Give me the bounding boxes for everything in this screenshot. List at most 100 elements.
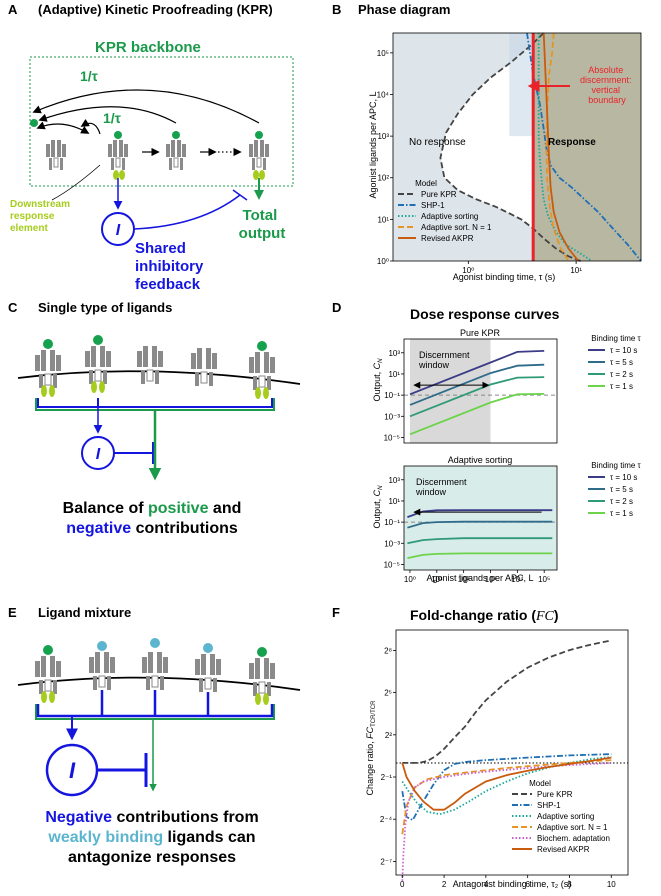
y-tick-label: 10³ bbox=[388, 349, 400, 358]
series-1-s bbox=[409, 393, 545, 436]
unbind-arrow-n bbox=[32, 89, 260, 124]
receptor-state-2 bbox=[165, 139, 187, 171]
series-adaptive-sorting bbox=[537, 33, 593, 262]
series-10-s bbox=[407, 509, 553, 518]
receptor-state-n bbox=[248, 139, 270, 171]
free-ligand bbox=[30, 119, 38, 127]
inhibitor-symbol: I bbox=[69, 758, 76, 783]
positive-collector bbox=[35, 704, 275, 720]
antagonism-line-2: weakly binding ligands can bbox=[47, 829, 255, 846]
legend-d1: Binding time ττ = 10 sτ = 5 sτ = 2 sτ = … bbox=[588, 334, 642, 391]
y-tick-label: 10¹ bbox=[388, 497, 400, 506]
total-output-label: Total output bbox=[239, 207, 286, 242]
series-5-s bbox=[409, 363, 545, 406]
balance-line-2: negative contributions bbox=[66, 520, 238, 537]
panel-d-letter: D bbox=[332, 300, 341, 315]
panel-d: D Dose response curves 10⁻⁵ 10⁻³ 10⁻¹ 10¹ 10… bbox=[332, 300, 642, 584]
legend-title: Model bbox=[529, 779, 551, 788]
panel-a-title: (Adaptive) Kinetic Proofreading (KPR) bbox=[38, 2, 273, 17]
panel-c-letter: C bbox=[8, 300, 18, 315]
series-pure-kpr bbox=[402, 639, 612, 764]
discernment-annotation: Absolute discernment: vertical boundary bbox=[580, 65, 634, 105]
x-tick-label: 0 bbox=[400, 880, 405, 889]
legend-label-revised-akpr: Revised AKPR bbox=[421, 234, 474, 243]
chart-d-title: Dose response curves bbox=[410, 306, 560, 322]
inhibition-bar bbox=[232, 189, 248, 201]
y-tick-label: 2⁻⁷ bbox=[380, 857, 392, 866]
ligand-strong bbox=[257, 341, 267, 351]
chart-f-xlabel: Antagonist binding time, τ₂ (s) bbox=[453, 879, 572, 889]
series-10-s bbox=[409, 350, 545, 396]
series-adaptive-sort-n-1 bbox=[545, 32, 570, 262]
x-tick-label: 2 bbox=[442, 880, 447, 889]
x-tick-label: 10 bbox=[607, 880, 616, 889]
panel-e-letter: E bbox=[8, 605, 17, 620]
panel-f: F Fold-change ratio (FC) 2⁻⁷2⁻⁴2⁻¹2²2⁵2⁸… bbox=[332, 605, 629, 889]
chart-b-title: Phase diagram bbox=[358, 2, 451, 17]
y-tick-label: 10³ bbox=[388, 476, 400, 485]
legend-title: Binding time τ bbox=[591, 334, 641, 343]
legend-label-adaptive-sorting: Adaptive sorting bbox=[537, 812, 594, 821]
legend-label-5-s: τ = 5 s bbox=[610, 485, 633, 494]
negative-collector bbox=[37, 398, 273, 408]
panel-a: A (Adaptive) Kinetic Proofreading (KPR) … bbox=[8, 2, 294, 293]
series-2-s bbox=[409, 376, 545, 418]
chart-d1-subtitle: Pure KPR bbox=[460, 328, 501, 338]
y-tick-label: 10⁻³ bbox=[384, 539, 400, 548]
series-shp-1 bbox=[401, 753, 612, 822]
series-revised-akpr bbox=[542, 32, 580, 262]
y-tick-label: 10⁻³ bbox=[384, 412, 400, 421]
region-no-response: No response bbox=[409, 137, 466, 148]
rate-label-top: 1/τ bbox=[80, 68, 99, 84]
x-tick-label: 10⁴ bbox=[511, 575, 524, 584]
series-revised-akpr bbox=[401, 756, 612, 811]
panel-e-title: Ligand mixture bbox=[38, 605, 131, 620]
x-tick-label: 10³ bbox=[485, 575, 497, 584]
response-elements bbox=[41, 691, 269, 705]
legend-label-2-s: τ = 2 s bbox=[610, 497, 633, 506]
receptor bbox=[141, 651, 169, 691]
legend-label-revised-akpr: Revised AKPR bbox=[537, 845, 590, 854]
y-tick-label: 10¹ bbox=[388, 370, 400, 379]
plot-frame bbox=[403, 465, 558, 571]
y-tick-label: 2⁻⁴ bbox=[380, 815, 393, 824]
ligand-strong bbox=[257, 647, 267, 657]
y-tick-label: 10⁴ bbox=[377, 90, 390, 99]
chart-d2-subtitle: Adaptive sorting bbox=[448, 455, 513, 465]
legend-label-adaptive-sort-n-1: Adaptive sort. N = 1 bbox=[537, 823, 608, 832]
x-tick-label: 10⁰ bbox=[404, 575, 416, 584]
receptor bbox=[190, 347, 218, 387]
x-tick-label: 10¹ bbox=[570, 266, 582, 275]
inhibitor-symbol: I bbox=[116, 222, 121, 239]
legend-label-adaptive-sort-n-1: Adaptive sort. N = 1 bbox=[421, 223, 492, 232]
y-tick-label: 10⁻¹ bbox=[384, 518, 400, 527]
ligand-strong bbox=[43, 645, 53, 655]
legend-label-shp-1: SHP-1 bbox=[537, 801, 561, 810]
ligand-strong bbox=[43, 339, 53, 349]
panel-c: C Single type of ligands I Balance of po… bbox=[8, 300, 301, 537]
y-tick-label: 10⁻⁵ bbox=[384, 560, 400, 569]
y-tick-label: 10⁵ bbox=[377, 49, 389, 58]
legend-title: Binding time τ bbox=[591, 461, 641, 470]
plot-frame bbox=[392, 32, 642, 262]
balance-line-1: Balance of positive and bbox=[63, 500, 242, 517]
downstream-pointer bbox=[51, 164, 101, 201]
receptor-state-0 bbox=[45, 139, 67, 171]
legend-d2: Binding time ττ = 10 sτ = 5 sτ = 2 sτ = … bbox=[588, 461, 642, 518]
binding-arrow bbox=[36, 121, 90, 134]
x-tick-label: 10⁰ bbox=[462, 266, 474, 275]
shared-feedback-label: Shared inhibitory feedback bbox=[135, 240, 208, 293]
series-2-s bbox=[407, 537, 553, 545]
y-tick-label: 2² bbox=[385, 731, 392, 740]
chart-d1-ylabel: Output, CN bbox=[372, 358, 384, 402]
receptor bbox=[84, 345, 112, 385]
chart-d-xlabel: Agonist ligands per APC, L bbox=[426, 573, 533, 583]
window-label-1: Discernment window bbox=[418, 350, 472, 370]
chart-f-title: Fold-change ratio (FC) bbox=[410, 607, 559, 624]
discernment-window bbox=[409, 339, 491, 443]
legend-label-pure-kpr: Pure KPR bbox=[421, 190, 457, 199]
receptor bbox=[88, 651, 116, 691]
y-tick-label: 10² bbox=[377, 174, 389, 183]
